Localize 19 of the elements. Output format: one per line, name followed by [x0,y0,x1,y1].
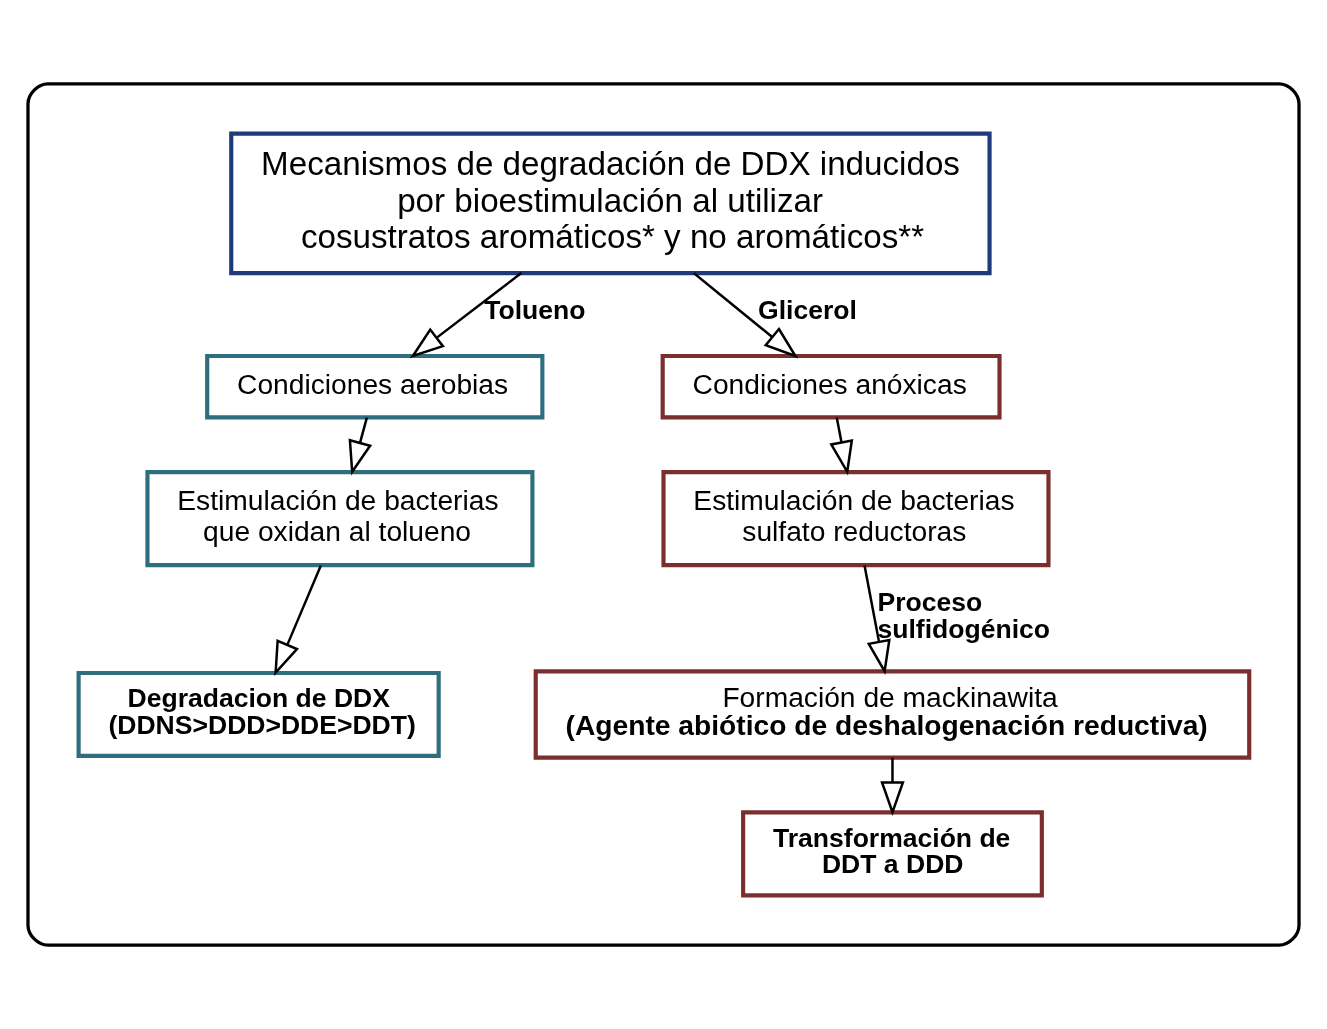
arrow [863,565,891,675]
arrow [409,272,523,359]
node-box: Estimulación de bacterias que oxidan al tolueno [145,470,535,568]
edge-label: Glicerol [758,295,857,326]
node-box: Degradacion de DDX (DDNS>DDD>DDE>DDT) [76,670,441,758]
arrow [693,272,799,359]
arrow [880,757,905,817]
node-box: Mecanismos de degradación de DDX inducidos por bioestimulación al utilizar cosustratos aromáticos* y no aromáticos** [229,131,992,276]
node-box: Condiciones aerobias [205,353,545,420]
node-box: Transformación de DDT a DDD [741,810,1044,898]
edge-label: Proceso sulfidogénico [877,587,1050,644]
arrow [348,417,373,476]
node-box: Formación de mackinawita (Agente abiótico de deshalogenación reductiva) [533,669,1252,760]
arrow [274,564,322,676]
cluster [26,82,1301,947]
node-box: Estimulación de bacterias sulfato reductoras [661,470,1051,568]
node-box: Condiciones anóxicas [660,353,1002,420]
edge-label: Tolueno [484,295,586,326]
arrow [829,417,854,476]
